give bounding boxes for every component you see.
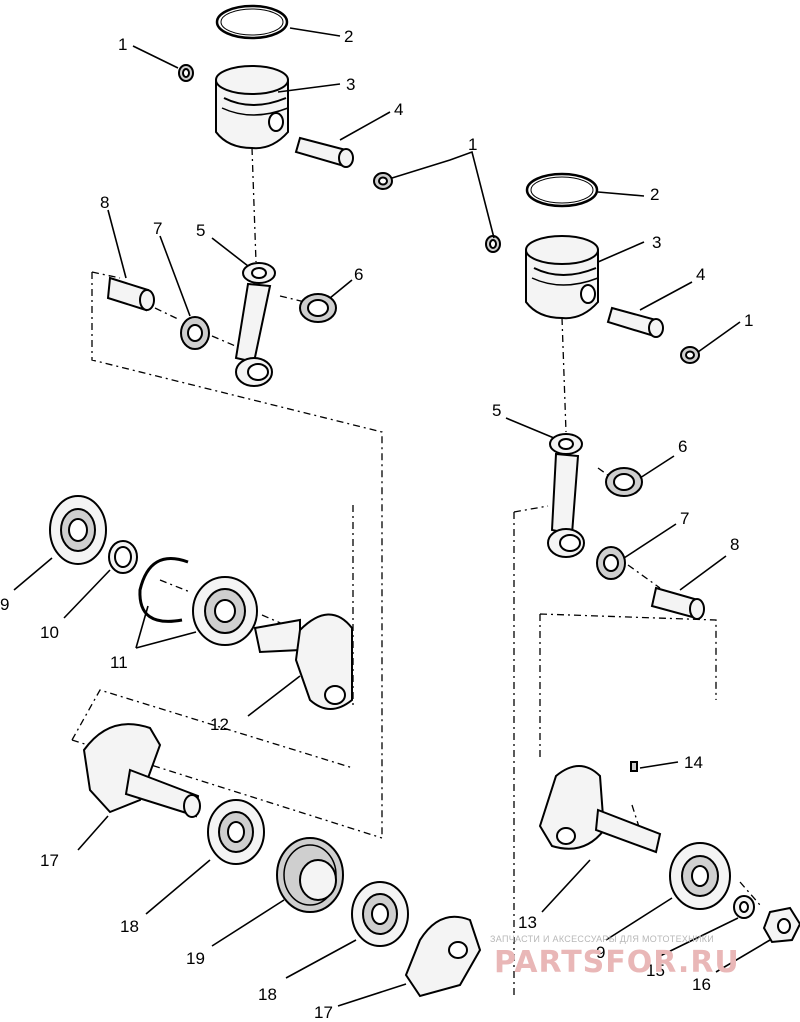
- left-seal-19: [276, 837, 344, 913]
- callout-16: 16: [692, 975, 711, 994]
- callout-10: 10: [40, 623, 59, 642]
- left-needle-cage: [299, 293, 337, 323]
- left-bearing-18-lower: [351, 881, 409, 947]
- callout-9-left: 9: [0, 595, 9, 614]
- callout-1-left-top: 1: [118, 35, 127, 54]
- watermark: ЗАПЧАСТИ И АКСЕССУАРЫ ДЛЯ МОТОТЕХНИКИ PA…: [490, 934, 740, 980]
- right-nut-16: [762, 906, 800, 944]
- callout-4-right: 4: [696, 265, 705, 284]
- left-main-bearing-9: [49, 495, 107, 565]
- right-bearing-7: [596, 546, 626, 580]
- callout-8-left: 8: [100, 193, 109, 212]
- callout-2-right: 2: [650, 185, 659, 204]
- callout-17-lower: 17: [314, 1003, 333, 1022]
- callout-12: 12: [210, 715, 229, 734]
- right-needle-cage: [605, 467, 643, 497]
- right-piston-pin: [606, 306, 664, 338]
- callout-19: 19: [186, 949, 205, 968]
- leader-lines: [13, 27, 771, 1007]
- left-main-bearing-11: [192, 576, 258, 646]
- left-connecting-rod: [234, 262, 276, 387]
- callout-7-right: 7: [680, 509, 689, 528]
- callout-15: 15: [646, 961, 665, 980]
- right-circlip-left: [485, 235, 501, 253]
- callout-18-upper: 18: [120, 917, 139, 936]
- left-crank-half-12: [253, 613, 353, 710]
- right-circlip-right: [680, 346, 700, 364]
- callout-5-left: 5: [196, 221, 205, 240]
- watermark-subtitle: ЗАПЧАСТИ И АКСЕССУАРЫ ДЛЯ МОТОТЕХНИКИ: [490, 934, 714, 944]
- callout-3-left: 3: [346, 75, 355, 94]
- right-crank-half-13: [538, 765, 662, 854]
- left-piston-ring: [215, 4, 289, 40]
- right-connecting-rod: [547, 433, 585, 558]
- callout-7-left: 7: [153, 219, 162, 238]
- right-piston-ring: [525, 172, 599, 208]
- callout-labels: 2 1 3 4 1 8 7 5 6 2 3 4 1 5 6 7 8 9 10 1…: [0, 27, 753, 1022]
- callout-1-middle: 1: [468, 135, 477, 154]
- callout-11: 11: [110, 653, 128, 672]
- left-crank-half-17-lower: [404, 915, 482, 998]
- watermark-brand: PARTSFOR.RU: [494, 945, 740, 980]
- callout-17-upper: 17: [40, 851, 59, 870]
- right-piston: [525, 235, 599, 320]
- callout-3-right: 3: [652, 233, 661, 252]
- callout-4-left: 4: [394, 100, 403, 119]
- left-crank-half-17: [82, 723, 201, 818]
- left-circlip-top: [178, 64, 194, 82]
- callout-9-right: 9: [596, 943, 605, 962]
- right-key-14: [630, 761, 638, 772]
- callout-14: 14: [684, 753, 703, 772]
- left-circlip-side: [373, 172, 393, 190]
- right-main-bearing-9: [669, 842, 731, 910]
- right-needle-bearing-large: [650, 586, 705, 620]
- callout-1-right: 1: [744, 311, 753, 330]
- callout-8-right: 8: [730, 535, 739, 554]
- left-bearing-18: [207, 799, 265, 865]
- left-seal-ring-10: [108, 540, 138, 574]
- left-needle-bearing-large: [106, 276, 155, 312]
- callout-6-right: 6: [678, 437, 687, 456]
- left-bearing-7: [180, 316, 210, 350]
- callout-6-left: 6: [354, 265, 363, 284]
- callout-5-right: 5: [492, 401, 501, 420]
- left-snap-ring-11: [138, 557, 189, 623]
- callout-2-left: 2: [344, 27, 353, 46]
- left-piston: [215, 65, 289, 150]
- callout-18-lower: 18: [258, 985, 277, 1004]
- callout-13: 13: [518, 913, 537, 932]
- right-washer-15: [733, 895, 755, 919]
- left-piston-pin: [294, 136, 354, 168]
